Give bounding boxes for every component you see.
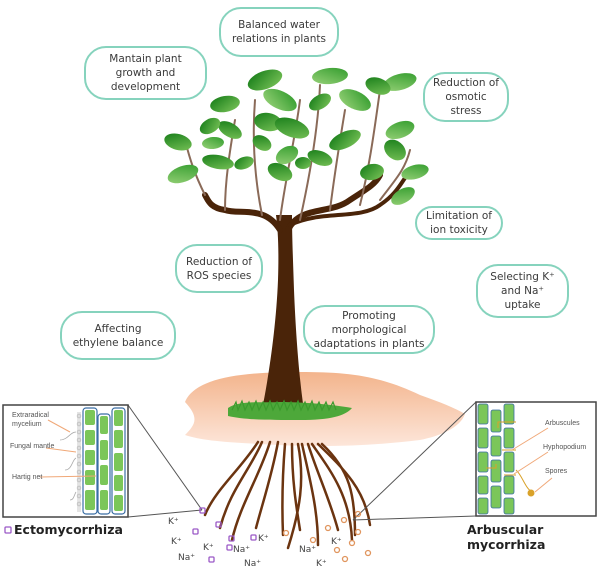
zoom-connectors (127, 401, 477, 521)
label-extraradical: Extraradical (12, 412, 49, 419)
bubble-morphological: Promoting morphological adaptations in p… (303, 305, 435, 354)
am-markers (282, 510, 372, 563)
arbuscular-inset: Arbuscules Hyphopodium Spores (475, 401, 597, 517)
ion-na: Na⁺ (178, 553, 195, 563)
ion-k: K⁺ (203, 543, 214, 553)
spore-icon (527, 489, 535, 497)
ion-na: Na⁺ (299, 545, 316, 555)
ion-k: K⁺ (331, 537, 342, 547)
ecto-legend-marker (4, 526, 12, 534)
ecto-pointer-lines (39, 419, 97, 478)
tree-trunk (262, 215, 304, 410)
ion-k: K⁺ (316, 559, 327, 569)
leaves (164, 67, 429, 205)
caption-arbuscular-mycorrhiza: Arbuscular mycorrhiza (467, 522, 546, 552)
am-pointer-lines (511, 427, 553, 493)
label-hartig-net: Hartig net (12, 474, 42, 481)
ion-k: K⁺ (258, 534, 269, 544)
label-hyphopodium: Hyphopodium (543, 444, 586, 451)
label-mycelium: mycelium (12, 421, 42, 428)
bubble-ros-species: Reduction of ROS species (175, 244, 263, 293)
ecto-markers (4, 507, 257, 563)
ion-k: K⁺ (171, 537, 182, 547)
bubble-ion-toxicity: Limitation of ion toxicity (415, 206, 503, 240)
caption-ectomycorrhiza: Ectomycorrhiza (14, 522, 123, 537)
bubble-balanced-water: Balanced water relations in plants (219, 7, 339, 57)
bubble-k-na-uptake: Selecting K⁺ and Na⁺ uptake (476, 264, 569, 318)
branches (184, 84, 411, 233)
ion-na: Na⁺ (244, 559, 261, 569)
bubble-plant-growth: Mantain plant growth and development (84, 46, 207, 100)
ectomycorrhiza-inset: Extraradical mycelium Fungal mantle Hart… (2, 404, 129, 518)
ion-labels: K⁺ K⁺ Na⁺ K⁺ Na⁺ K⁺ Na⁺ Na⁺ K⁺ K⁺ (168, 517, 342, 569)
bubble-ethylene-balance: Affecting ethylene balance (60, 311, 176, 360)
label-arbuscules: Arbuscules (545, 420, 580, 427)
ion-na: Na⁺ (233, 545, 250, 555)
roots (203, 440, 372, 550)
label-fungal-mantle: Fungal mantle (10, 443, 54, 450)
bubble-osmotic-stress: Reduction of osmotic stress (423, 72, 509, 122)
grass (228, 399, 352, 420)
ion-k: K⁺ (168, 517, 179, 527)
label-spores: Spores (545, 468, 568, 475)
ecto-cells (59, 407, 126, 515)
